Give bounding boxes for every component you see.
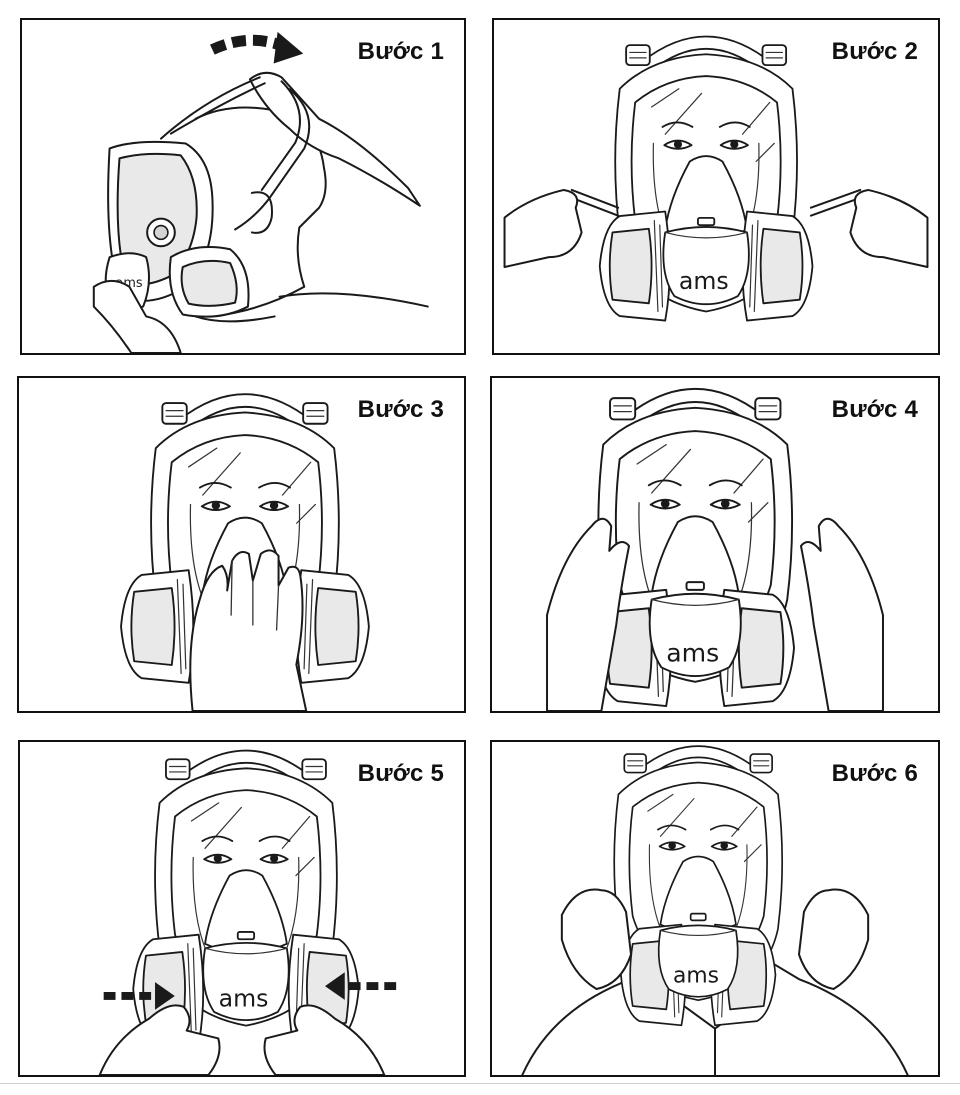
step-6-label: Bước 6 xyxy=(831,760,918,787)
svg-text:ams: ams xyxy=(673,964,719,989)
step-1-illustration: ams xyxy=(22,31,464,353)
hand-icon xyxy=(190,550,306,711)
curved-arrow-icon xyxy=(212,31,304,64)
full-face-respirator-icon: ams xyxy=(598,35,814,322)
full-face-respirator-icon: ams xyxy=(613,745,784,1027)
step-3-label: Bước 3 xyxy=(357,396,444,423)
step-3-illustration xyxy=(120,393,370,711)
svg-text:ams: ams xyxy=(679,267,729,295)
svg-text:ams: ams xyxy=(219,985,269,1013)
step-5-panel: Bước 5 ams xyxy=(18,740,466,1077)
svg-text:ams: ams xyxy=(666,639,719,668)
step-2-illustration: ams xyxy=(494,35,938,322)
step-4-illustration: ams xyxy=(492,387,938,711)
step-6-illustration: ams xyxy=(492,745,938,1075)
step-2-panel: Bước 2 ams xyxy=(492,18,940,355)
step-2-label: Bước 2 xyxy=(831,38,918,65)
step-6-panel: Bước 6 ams xyxy=(490,740,940,1077)
step-4-panel: Bước 4 ams xyxy=(490,376,940,713)
step-5-illustration: ams xyxy=(20,749,397,1075)
step-1-panel: Bước 1 ams xyxy=(20,18,466,355)
step-5-label: Bước 5 xyxy=(357,760,444,787)
step-3-panel: Bước 3 xyxy=(17,376,466,713)
step-1-label: Bước 1 xyxy=(357,38,444,65)
step-4-label: Bước 4 xyxy=(831,396,918,423)
bottom-divider xyxy=(0,1083,960,1084)
full-face-respirator-icon: ams xyxy=(595,387,795,708)
full-face-respirator-icon: ams xyxy=(132,749,360,1045)
